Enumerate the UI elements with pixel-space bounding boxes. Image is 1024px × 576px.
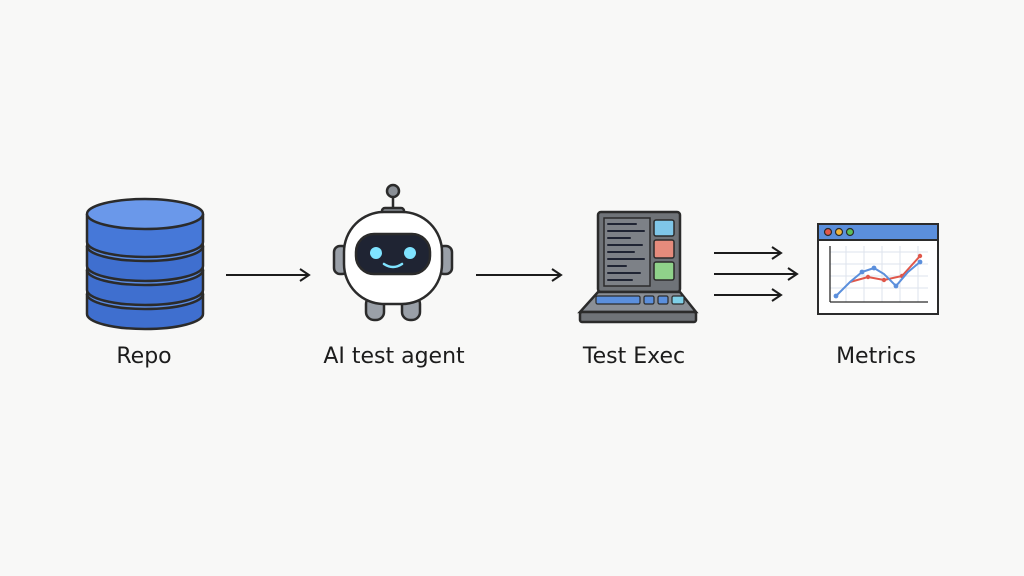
node-label-test-exec: Test Exec (582, 344, 686, 369)
triple-arrow-exec-to-metrics (714, 246, 799, 302)
database-icon (85, 197, 205, 331)
line-chart-window-icon (817, 223, 939, 315)
terminal-machine-icon (577, 210, 699, 324)
node-label-ai-test-agent: AI test agent (323, 344, 465, 369)
arrow-repo-to-agent (226, 268, 311, 282)
node-label-metrics: Metrics (836, 344, 916, 369)
arrow-agent-to-exec (476, 268, 563, 282)
node-label-repo: Repo (116, 344, 172, 369)
robot-icon (332, 183, 454, 322)
